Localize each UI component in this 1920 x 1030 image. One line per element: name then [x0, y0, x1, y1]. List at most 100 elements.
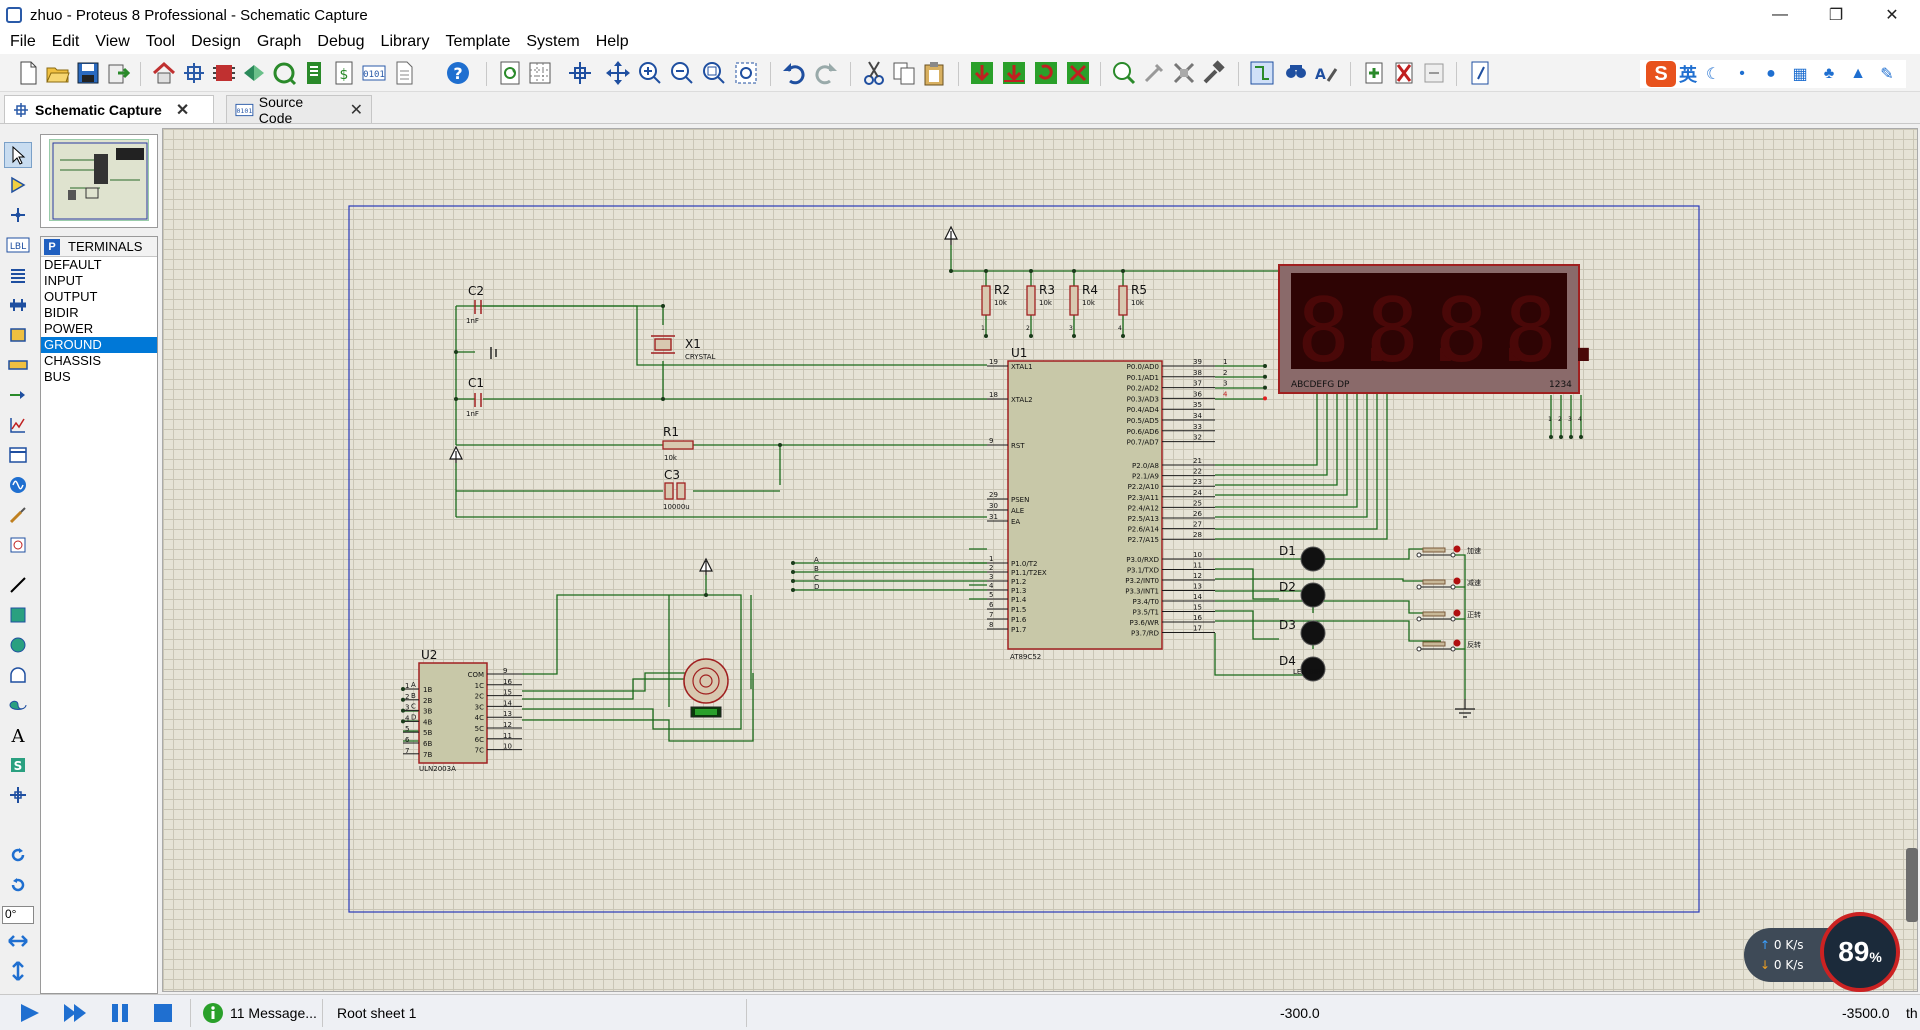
push-button[interactable]	[1422, 579, 1446, 585]
pullup-resistor[interactable]	[1069, 285, 1079, 316]
messages-indicator[interactable]: 11 Message...	[202, 995, 317, 1030]
schematic-icon[interactable]	[180, 59, 208, 87]
push-button[interactable]	[1422, 641, 1446, 647]
wire-autorouter-icon[interactable]	[1248, 59, 1276, 87]
bus-mode-tool[interactable]	[4, 292, 32, 318]
led[interactable]	[1300, 546, 1326, 572]
pullup-resistor[interactable]	[981, 285, 991, 316]
exit-to-parent-icon[interactable]	[1420, 59, 1448, 87]
terminals-mode-tool[interactable]	[4, 352, 32, 378]
path-draw-tool[interactable]	[4, 692, 32, 718]
step-button[interactable]	[62, 995, 88, 1030]
led[interactable]	[1300, 582, 1326, 608]
paste-icon[interactable]	[920, 59, 948, 87]
terminal-item-bus[interactable]: BUS	[44, 369, 71, 384]
block-move-icon[interactable]	[1000, 59, 1028, 87]
delete-sheet-icon[interactable]	[1390, 59, 1418, 87]
help-icon[interactable]: ?	[444, 59, 472, 87]
component-mode-tool[interactable]	[4, 172, 32, 198]
box-draw-tool[interactable]	[4, 602, 32, 628]
mirror-y-button[interactable]	[4, 958, 32, 984]
vertical-scrollbar[interactable]	[1906, 848, 1918, 922]
wrench-icon[interactable]: ✎	[1880, 66, 1894, 83]
decompose-icon[interactable]	[1200, 59, 1228, 87]
menu-help[interactable]: Help	[595, 33, 629, 50]
marker-draw-tool[interactable]	[4, 782, 32, 808]
label-mode-tool[interactable]: LBL	[4, 232, 32, 258]
overview-window[interactable]	[40, 134, 158, 228]
pick-device-icon[interactable]	[1110, 59, 1138, 87]
tape-recorder-tool[interactable]	[4, 442, 32, 468]
terminal-item-default[interactable]: DEFAULT	[44, 257, 102, 272]
gerber-icon[interactable]	[270, 59, 298, 87]
push-button[interactable]	[1422, 611, 1446, 617]
undo-icon[interactable]	[780, 59, 808, 87]
design-explorer-icon[interactable]	[1466, 59, 1494, 87]
3d-viewer-icon[interactable]	[240, 59, 268, 87]
zoom-out-icon[interactable]	[668, 59, 696, 87]
led[interactable]	[1300, 620, 1326, 646]
schematic-canvas[interactable]: C2 1nF C1 1nF X1 CRYSTAL R1 10k C3 10000…	[162, 128, 1918, 992]
menu-template[interactable]: Template	[445, 33, 511, 50]
push-button[interactable]	[1422, 547, 1446, 553]
terminal-item-chassis[interactable]: CHASSIS	[44, 353, 102, 368]
graph-mode-tool[interactable]	[4, 412, 32, 438]
restore-button[interactable]: ❐	[1828, 7, 1844, 24]
close-window-button[interactable]: ✕	[1885, 7, 1899, 24]
stop-button[interactable]	[152, 995, 174, 1030]
terminal-item-output[interactable]: OUTPUT	[44, 289, 98, 304]
circle-draw-tool[interactable]	[4, 632, 32, 658]
rotation-angle-field[interactable]: 0°	[2, 906, 34, 924]
copy-icon[interactable]	[890, 59, 918, 87]
grid-toggle-icon[interactable]	[526, 59, 554, 87]
zoom-in-icon[interactable]	[636, 59, 664, 87]
memory-usage-gauge[interactable]: 89%	[1820, 912, 1900, 992]
keyboard-icon[interactable]: ▦	[1792, 66, 1808, 83]
play-button[interactable]	[18, 995, 42, 1030]
menu-debug[interactable]: Debug	[317, 33, 365, 50]
close-tab-icon[interactable]: ✕	[349, 101, 363, 119]
make-device-icon[interactable]	[1140, 59, 1168, 87]
ime-language-toggle[interactable]: 英	[1679, 65, 1697, 85]
terminal-item-power[interactable]: POWER	[44, 321, 94, 336]
zoom-all-icon[interactable]	[700, 59, 728, 87]
pick-devices-button[interactable]: P	[44, 238, 60, 255]
junction-mode-tool[interactable]	[4, 202, 32, 228]
menu-graph[interactable]: Graph	[256, 33, 302, 50]
menu-view[interactable]: View	[95, 33, 130, 50]
menu-design[interactable]: Design	[191, 33, 241, 50]
mirror-x-button[interactable]	[4, 928, 32, 954]
u1-body[interactable]	[1007, 360, 1163, 650]
moon-icon[interactable]: ☾	[1705, 66, 1721, 83]
stepper-motor[interactable]	[683, 658, 729, 718]
close-tab-icon[interactable]: ✕	[175, 101, 190, 119]
network-speed-widget[interactable]: ↑ 0 K/s ↓ 0 K/s 89%	[1744, 902, 1914, 992]
new-sheet-icon[interactable]	[1360, 59, 1388, 87]
skin-icon[interactable]: ♣	[1823, 65, 1835, 82]
punctuation-icon[interactable]: •	[1739, 65, 1745, 82]
u2-body[interactable]	[418, 662, 488, 764]
sogou-logo-icon[interactable]: S	[1646, 61, 1676, 87]
line-draw-tool[interactable]	[4, 572, 32, 598]
arc-draw-tool[interactable]	[4, 662, 32, 688]
led[interactable]	[1300, 656, 1326, 682]
pullup-resistor[interactable]	[1026, 285, 1036, 316]
refresh-icon[interactable]	[496, 59, 524, 87]
terminal-item-ground[interactable]: GROUND	[41, 337, 157, 353]
generator-mode-tool[interactable]	[4, 472, 32, 498]
pan-icon[interactable]	[604, 59, 632, 87]
device-pins-mode-tool[interactable]	[4, 382, 32, 408]
block-copy-icon[interactable]	[968, 59, 996, 87]
zoom-area-icon[interactable]	[732, 59, 760, 87]
new-file-icon[interactable]	[14, 59, 42, 87]
tab-schematic-capture[interactable]: Schematic Capture ✕	[4, 95, 214, 123]
rotate-anticlockwise-button[interactable]	[4, 872, 32, 898]
menu-tool[interactable]: Tool	[145, 33, 176, 50]
menu-library[interactable]: Library	[380, 33, 430, 50]
block-delete-icon[interactable]	[1064, 59, 1092, 87]
pause-button[interactable]	[110, 995, 130, 1030]
home-icon[interactable]	[150, 59, 178, 87]
import-icon[interactable]	[104, 59, 132, 87]
block-rotate-icon[interactable]	[1032, 59, 1060, 87]
search-tag-icon[interactable]	[1282, 59, 1310, 87]
